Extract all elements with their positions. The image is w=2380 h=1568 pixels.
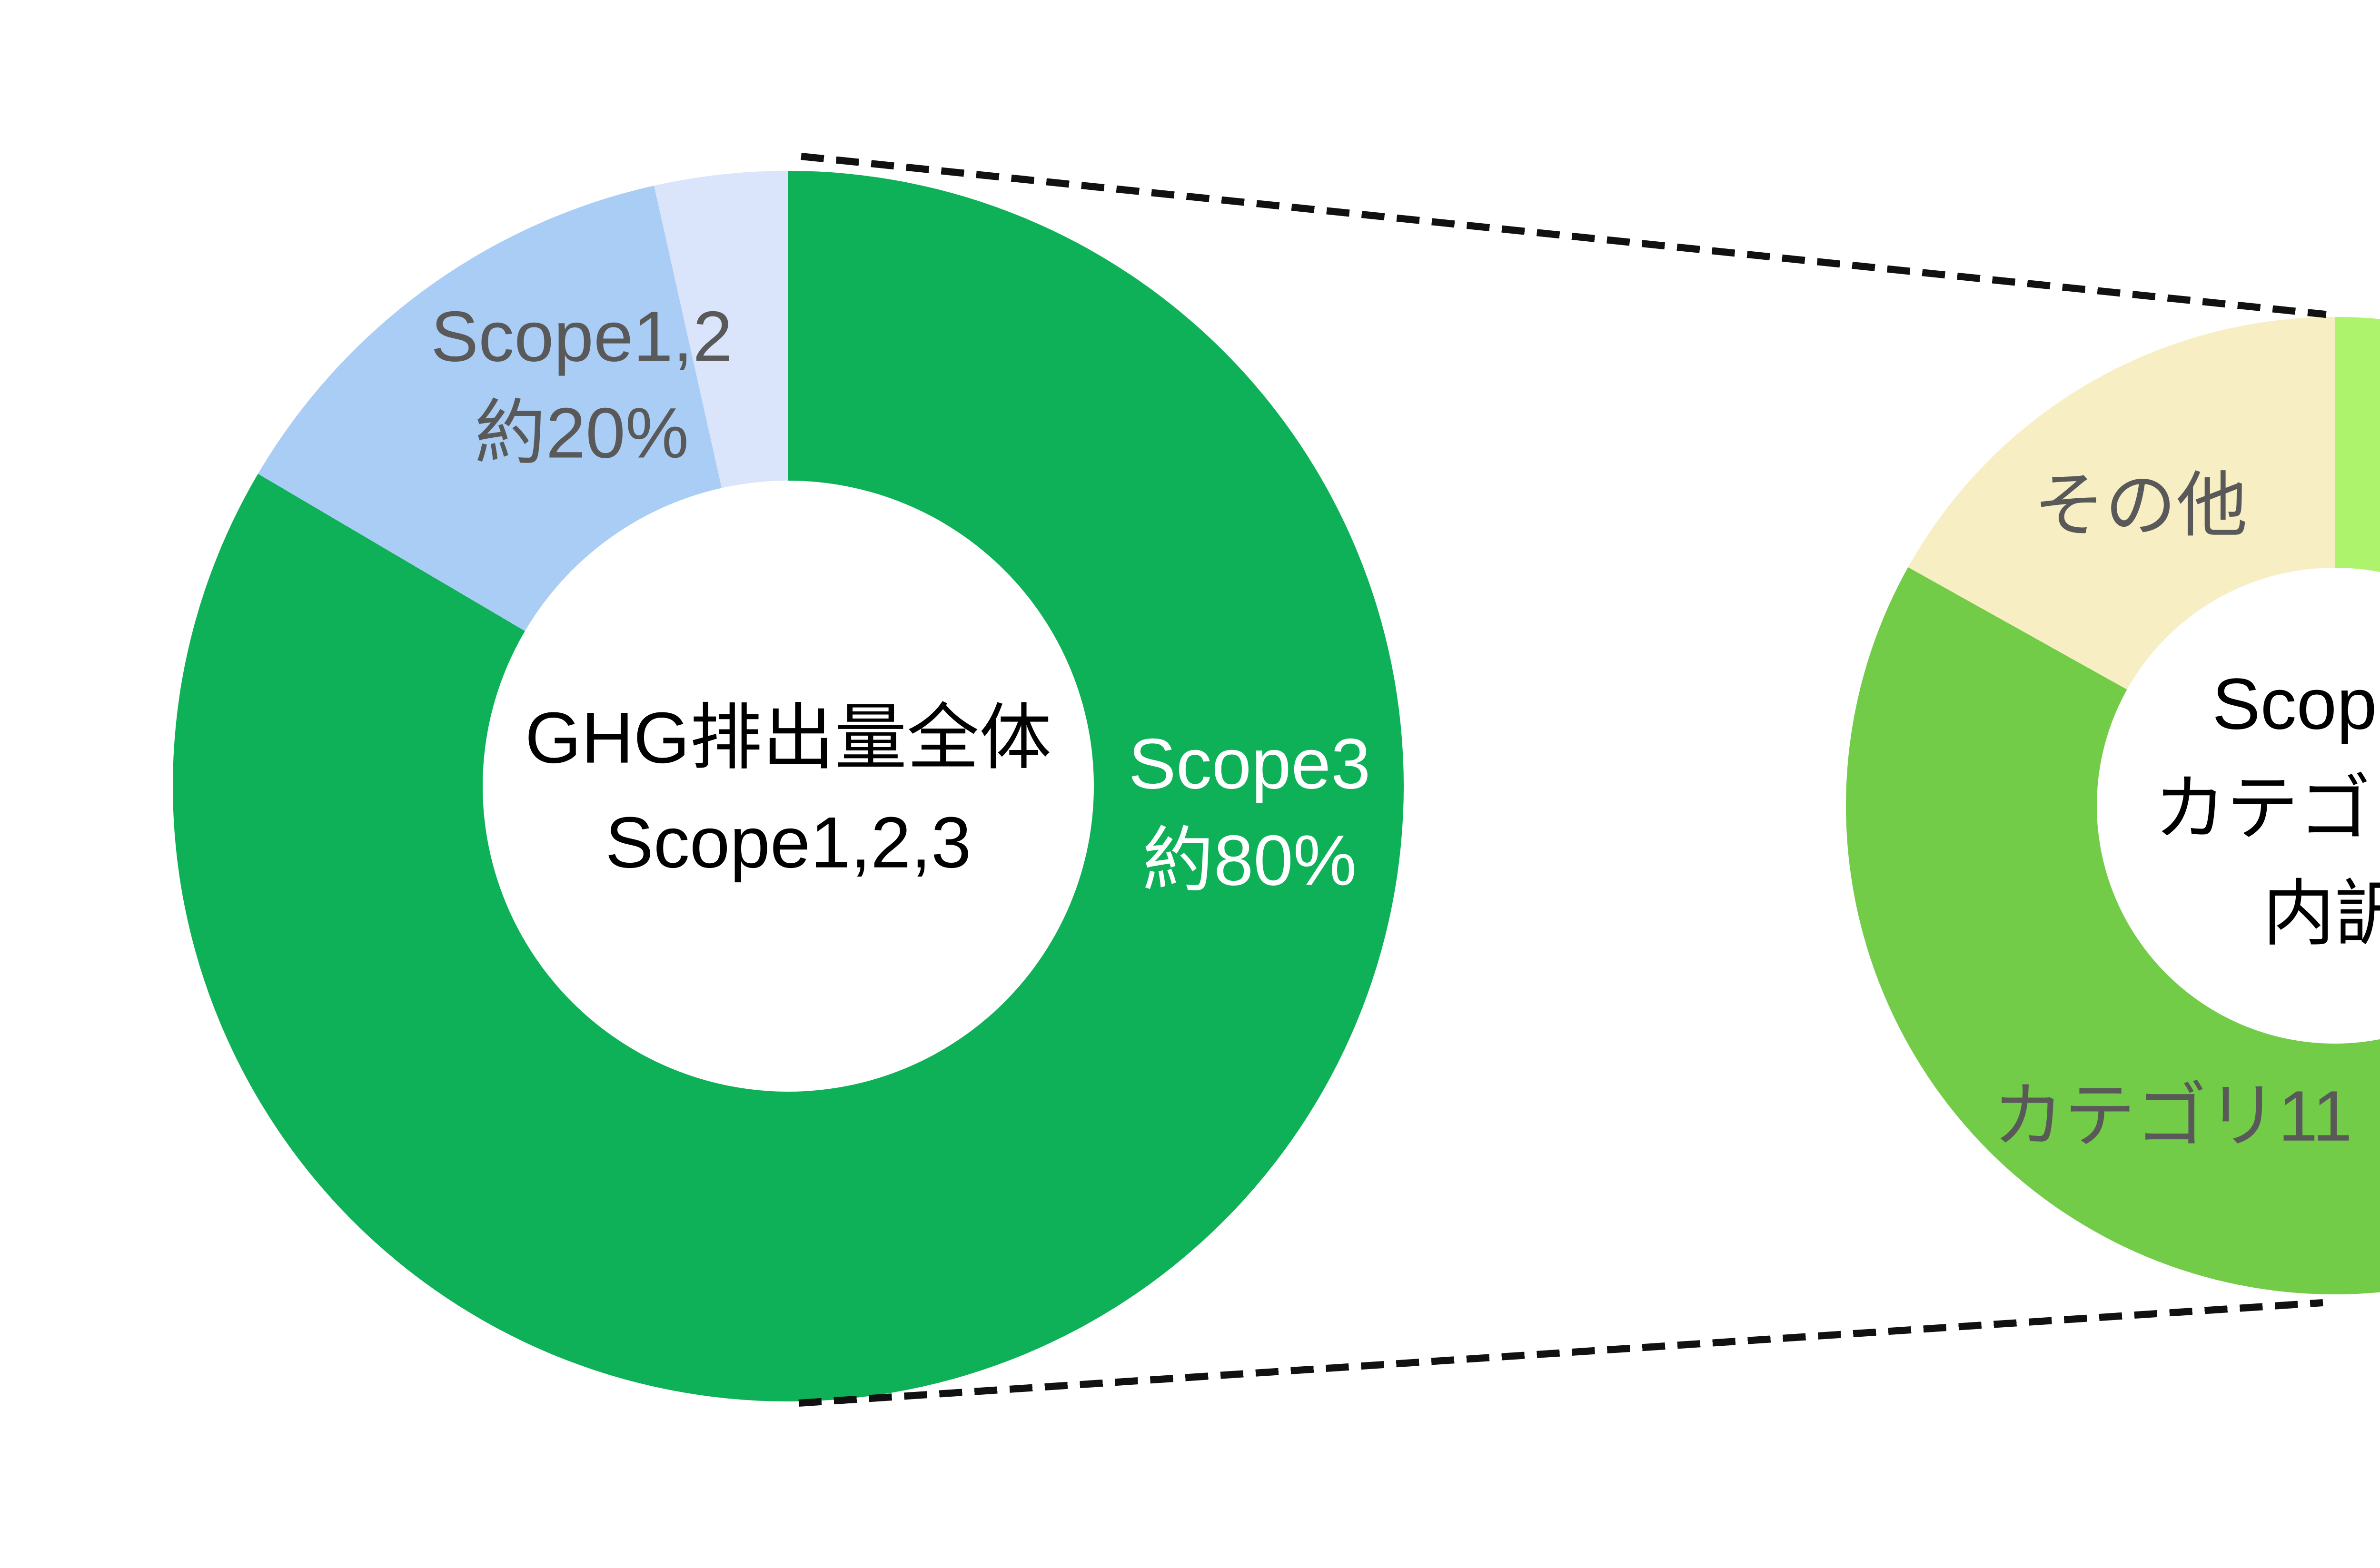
slice-label-scope12: Scope1,2 約20% — [431, 288, 733, 481]
slice-label-scope3-line2: 約80% — [1142, 820, 1357, 900]
scope3-breakdown-center-line3: 内訳 — [2262, 873, 2380, 955]
slice-label-scope12-line1: Scope1,2 — [431, 296, 733, 376]
ghg-total-center-line1: GHG排出量全体 — [525, 697, 1052, 779]
slice-label-scope3-line1: Scope3 — [1128, 723, 1371, 804]
ghg-total-center-label: GHG排出量全体 Scope1,2,3 — [525, 686, 1051, 896]
donut-hole-left — [483, 481, 1094, 1092]
scope3-breakdown-center-line2: カテゴリ別 — [2154, 768, 2380, 849]
scope3-breakdown-center-line1: Scope3 — [2212, 663, 2380, 745]
slice-label-scope3: Scope3 約80% — [1129, 716, 1371, 908]
slice-label-category11: カテゴリ11 — [1993, 1075, 2352, 1156]
donut-chart-ghg-total — [173, 171, 1404, 1401]
slice-label-scope12-line2: 約20% — [474, 393, 689, 473]
slice-label-sonota: その他 — [2033, 465, 2248, 545]
ghg-total-center-line2: Scope1,2,3 — [605, 802, 972, 883]
scope3-breakdown-center-label: Scope3 カテゴリ別 内訳 — [2154, 651, 2380, 966]
